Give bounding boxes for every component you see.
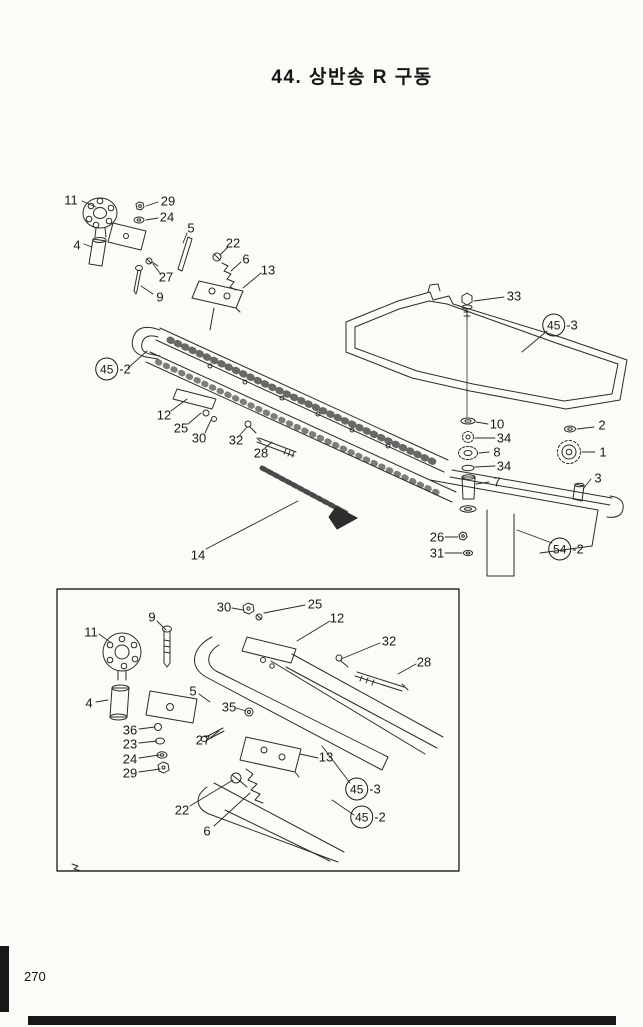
part-label-13: 13 [318,749,334,765]
gear-stack-center [459,418,478,512]
inset-frame [57,589,459,871]
part-label-25: 25 [307,596,323,612]
part-label-22: 22 [225,235,241,251]
bracket-spring-assembly-main [192,253,243,330]
part-label-8: 8 [493,444,501,460]
part-label-24: 24 [122,751,138,767]
part-label-24: 24 [159,209,175,225]
pulley-assembly-main [83,198,192,294]
leader-lines-inset [96,605,416,826]
part-label-3: 3 [594,470,602,486]
assembly-label-45-3: 45-3 [345,777,381,801]
part-label-6: 6 [242,251,250,267]
part-label-23: 23 [122,736,138,752]
chain-part-14 [262,468,357,529]
part-label-29: 29 [160,193,176,209]
part-label-25: 25 [173,420,189,436]
circled-number: 45 [542,313,566,337]
circled-number-suffix: -2 [119,361,131,377]
part-label-12: 12 [329,610,345,626]
part-label-13: 13 [260,262,276,278]
part-label-27: 27 [158,269,174,285]
circled-number: 54 [548,537,572,561]
part-label-26: 26 [429,529,445,545]
circled-number: 45 [345,777,369,801]
part-label-2: 2 [598,417,606,433]
part-label-12: 12 [156,407,172,423]
part-label-14: 14 [190,547,206,563]
circled-number-suffix: -3 [566,317,578,333]
circled-number: 45 [95,357,119,381]
part-label-9: 9 [156,289,164,305]
rail-and-plates-inset [72,637,443,871]
leader-lines-main [82,201,595,553]
circled-number-suffix: -3 [369,781,381,797]
part-label-6: 6 [203,823,211,839]
part-label-30: 30 [191,430,207,446]
part-label-27: 27 [195,732,211,748]
part-label-4: 4 [73,237,81,253]
diagram-title: 44. 상반송 R 구동 [271,67,433,88]
assembly-label-45-3: 45-3 [542,313,578,337]
scan-artifact-bottom-bar [28,1016,616,1025]
bolt-part-33 [462,293,472,417]
cover-plate-45-3-main [346,284,627,409]
circled-number: 45 [350,805,374,829]
part-label-10: 10 [489,416,505,432]
part-label-28: 28 [253,445,269,461]
rail-assembly-main [132,327,456,502]
part-label-4: 4 [85,695,93,711]
part-label-28: 28 [416,654,432,670]
assembly-label-45-2: 45-2 [350,805,386,829]
part-label-22: 22 [174,802,190,818]
page-number: 270 [24,969,46,984]
part-label-1: 1 [599,444,607,460]
part-label-11: 11 [84,624,98,640]
sprocket-stack-right [558,426,585,501]
scan-artifact-left-bar [0,946,9,1012]
part-label-35: 35 [221,699,237,715]
part-label-30: 30 [216,599,232,615]
part-label-32: 32 [228,432,244,448]
assembly-label-45-2: 45-2 [95,357,131,381]
part-label-32: 32 [381,633,397,649]
part-label-33: 33 [506,288,522,304]
part-label-5: 5 [187,220,195,236]
circled-number-suffix: -2 [572,541,584,557]
part-label-34: 34 [496,458,512,474]
part-label-34: 34 [496,430,512,446]
assembly-label-54-2: 54-2 [548,537,584,561]
circled-number-suffix: -2 [374,809,386,825]
part-label-36: 36 [122,722,138,738]
part-label-5: 5 [189,683,197,699]
part-label-11: 11 [64,192,78,208]
top-fasteners-inset [242,603,408,691]
part-label-29: 29 [122,765,138,781]
part-label-9: 9 [148,609,156,625]
part-label-31: 31 [429,545,445,561]
part-label-7: 7 [493,474,501,490]
